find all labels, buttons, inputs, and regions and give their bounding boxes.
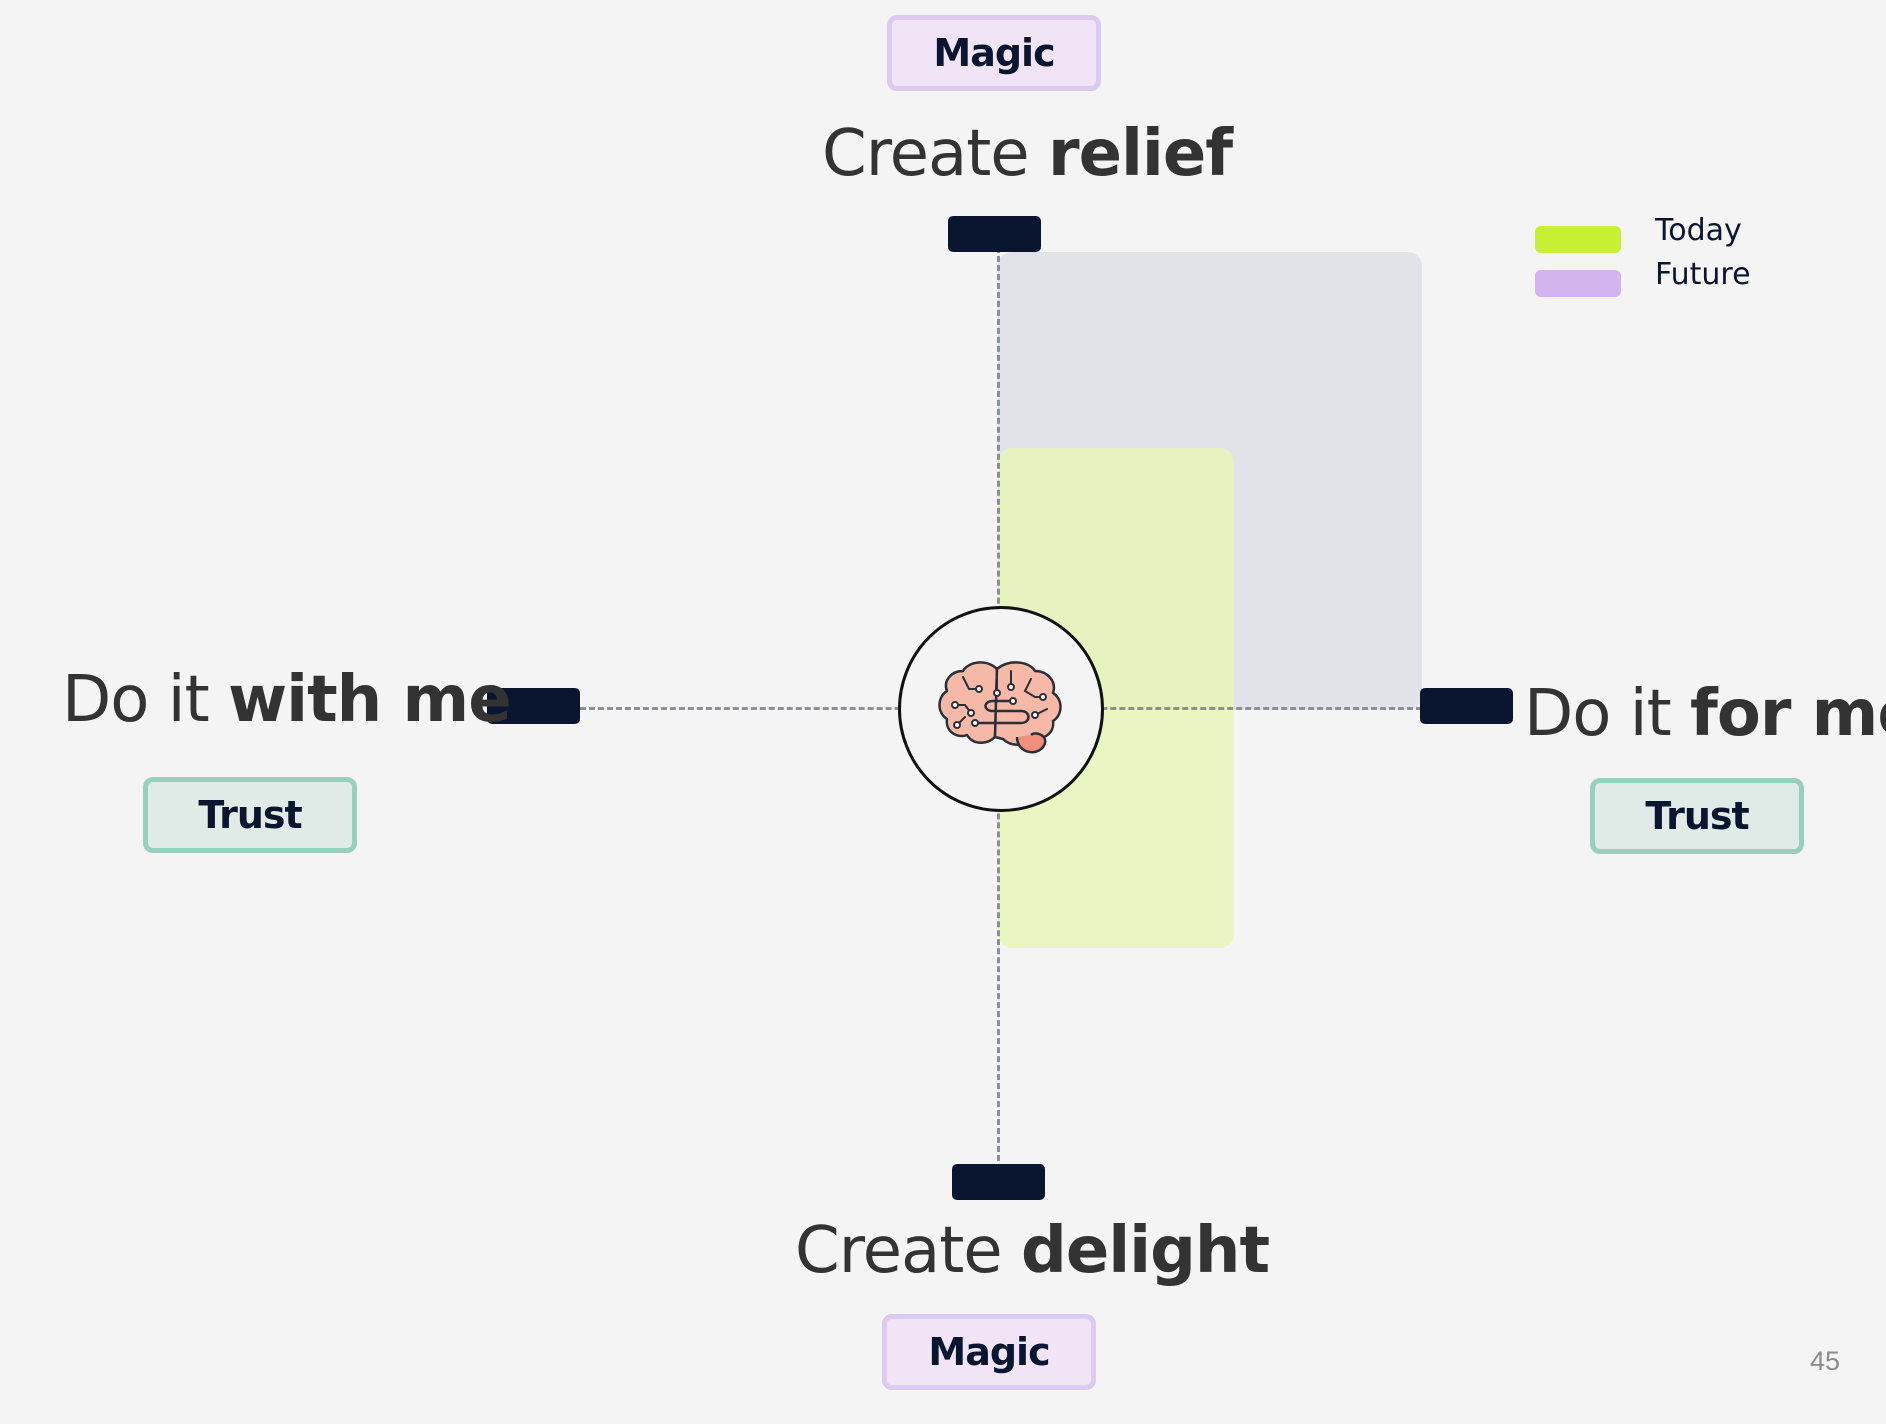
- axis-label-top: Create relief: [822, 122, 1233, 186]
- tick-bottom: [952, 1164, 1045, 1200]
- axis-label-bottom-prefix: Create: [795, 1214, 1021, 1288]
- legend-label-future: Future: [1655, 257, 1751, 292]
- axis-label-right-emphasis: for me: [1690, 677, 1886, 751]
- tick-top: [948, 216, 1041, 252]
- tick-left: [487, 688, 580, 724]
- axis-label-right: Do it for me: [1524, 682, 1886, 746]
- tag-trust-right: Trust: [1590, 778, 1804, 854]
- page-number: 45: [1809, 1346, 1840, 1376]
- legend-label-today: Today: [1655, 213, 1742, 248]
- axis-label-bottom: Create delight: [795, 1219, 1270, 1283]
- axis-label-top-prefix: Create: [822, 117, 1048, 191]
- axis-label-left-emphasis: with me: [228, 663, 512, 737]
- center-circle: [898, 606, 1104, 812]
- tag-trust-left: Trust: [143, 777, 357, 853]
- legend-swatch-today: [1535, 226, 1621, 253]
- axis-label-left: Do it with me: [62, 668, 512, 732]
- brain-circuit-icon: [938, 661, 1062, 754]
- tag-magic-top: Magic: [887, 15, 1101, 91]
- legend-swatch-future: [1535, 270, 1621, 297]
- tick-right: [1420, 688, 1513, 724]
- axis-label-top-emphasis: relief: [1048, 117, 1233, 191]
- axis-label-right-prefix: Do it: [1524, 677, 1690, 751]
- axis-label-left-prefix: Do it: [62, 663, 228, 737]
- tag-magic-bottom: Magic: [882, 1314, 1096, 1390]
- axis-label-bottom-emphasis: delight: [1021, 1214, 1270, 1288]
